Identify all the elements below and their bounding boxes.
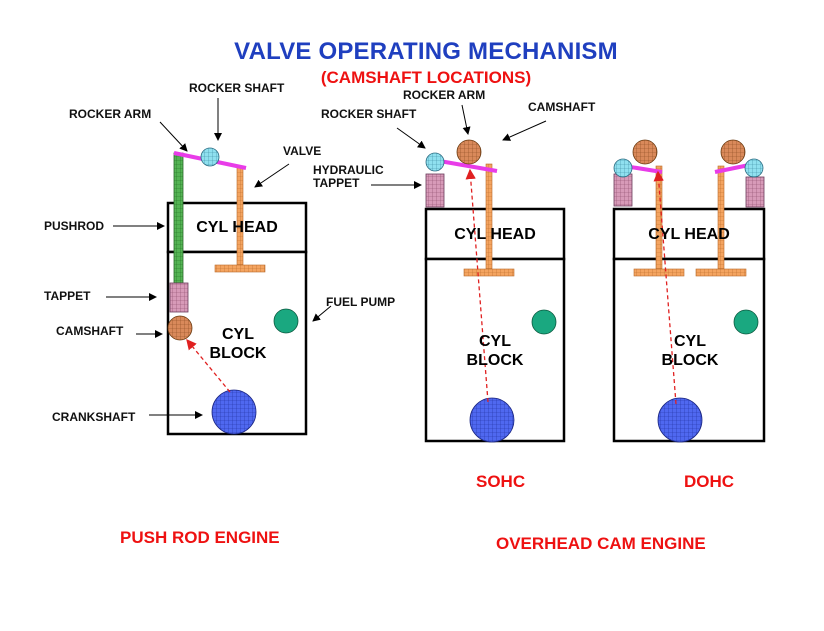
- arrow-ohc-rocker-arm: [461, 104, 471, 135]
- label-crankshaft: CRANKSHAFT: [52, 410, 136, 424]
- arrow-fuel-pump: [312, 305, 332, 322]
- dohc-drawing: [612, 139, 766, 443]
- pushrod-rocker-shaft: [200, 147, 220, 167]
- sohc-camshaft: [456, 139, 482, 165]
- label-hydraulic-line1: HYDRAULIC: [313, 163, 384, 177]
- label-rocker-shaft: ROCKER SHAFT: [189, 81, 285, 95]
- pushrod-fuel-pump: [273, 308, 299, 334]
- label-camshaft: CAMSHAFT: [56, 324, 124, 338]
- dohc-label: DOHC: [684, 472, 735, 491]
- dohc-drive-line: [653, 170, 677, 405]
- pushrod-cyl-block-line1: CYL: [222, 326, 254, 343]
- dohc-valve-stem-left: [655, 165, 663, 270]
- sohc-drive-line: [465, 168, 489, 403]
- pushrod-cyl-block-label: CYL BLOCK: [198, 325, 278, 363]
- sohc-cyl-head-box: [424, 207, 566, 261]
- page-title: VALVE OPERATING MECHANISM: [234, 38, 618, 65]
- label-rocker-arm: ROCKER ARM: [69, 107, 152, 121]
- page-subtitle: (CAMSHAFT LOCATIONS): [320, 68, 532, 87]
- pushrod-tappet: [169, 282, 189, 313]
- sohc-valve-stem: [485, 163, 493, 270]
- label-tappet: TAPPET: [44, 289, 91, 303]
- sohc-crankshaft: [469, 397, 515, 443]
- label-pushrod: PUSHROD: [44, 219, 105, 233]
- pushrod-drive-line: [186, 338, 231, 393]
- dohc-fuel-pump: [733, 309, 759, 335]
- pushrod-crankshaft: [211, 389, 257, 435]
- sohc-rocker-shaft: [425, 152, 445, 172]
- sohc-valve-head: [463, 268, 515, 277]
- dohc-valve-head-right: [695, 268, 747, 277]
- dohc-cyl-block-line1: CYL: [674, 333, 706, 350]
- sohc-fuel-pump: [531, 309, 557, 335]
- sohc-cyl-block-line2: BLOCK: [466, 352, 524, 369]
- dohc-camshaft-left: [632, 139, 658, 165]
- label-ohc-camshaft: CAMSHAFT: [528, 100, 596, 114]
- arrow-ohc-rocker-shaft: [396, 127, 426, 149]
- sohc-cyl-block-line1: CYL: [479, 333, 511, 350]
- dohc-cyl-head-label: CYL HEAD: [648, 226, 730, 243]
- arrow-valve: [254, 163, 290, 188]
- pushrod-valve-head: [214, 264, 266, 273]
- pushrod-camshaft: [167, 315, 193, 341]
- dohc-valve-stem-right: [717, 165, 725, 270]
- label-ohc-hydraulic-tappet: HYDRAULIC TAPPET: [313, 164, 384, 190]
- dohc-crankshaft: [657, 397, 703, 443]
- dohc-tappet-left: [613, 173, 633, 207]
- label-hydraulic-line2: TAPPET: [313, 176, 360, 190]
- dohc-cyl-block-label: CYL BLOCK: [650, 332, 730, 370]
- overhead-cam-engine-heading: OVERHEAD CAM ENGINE: [496, 534, 706, 553]
- dohc-camshaft-right: [720, 139, 746, 165]
- dohc-rocker-shaft-right: [744, 158, 764, 178]
- label-ohc-rocker-arm: ROCKER ARM: [403, 88, 486, 102]
- arrow-rocker-arm: [159, 121, 188, 152]
- label-valve: VALVE: [283, 144, 322, 158]
- sohc-hydraulic-tappet: [425, 173, 445, 208]
- arrow-ohc-camshaft: [502, 120, 547, 141]
- sohc-drawing: [371, 104, 566, 443]
- dohc-cyl-block-line2: BLOCK: [661, 352, 719, 369]
- pushrod-engine-heading: PUSH ROD ENGINE: [120, 528, 280, 547]
- pushrod-valve-stem: [236, 165, 244, 266]
- label-fuel-pump: FUEL PUMP: [326, 295, 396, 309]
- pushrod-cyl-block-line2: BLOCK: [209, 345, 267, 362]
- label-ohc-rocker-shaft: ROCKER SHAFT: [321, 107, 417, 121]
- dohc-rocker-shaft-left: [613, 158, 633, 178]
- dohc-tappet-right: [745, 176, 765, 208]
- sohc-cyl-head-label: CYL HEAD: [454, 226, 536, 243]
- sohc-cyl-block-label: CYL BLOCK: [455, 332, 535, 370]
- pushrod-cyl-head-label: CYL HEAD: [196, 219, 278, 236]
- dohc-valve-head-left: [633, 268, 685, 277]
- pushrod-engine-drawing: [106, 98, 332, 436]
- sohc-label: SOHC: [476, 472, 526, 491]
